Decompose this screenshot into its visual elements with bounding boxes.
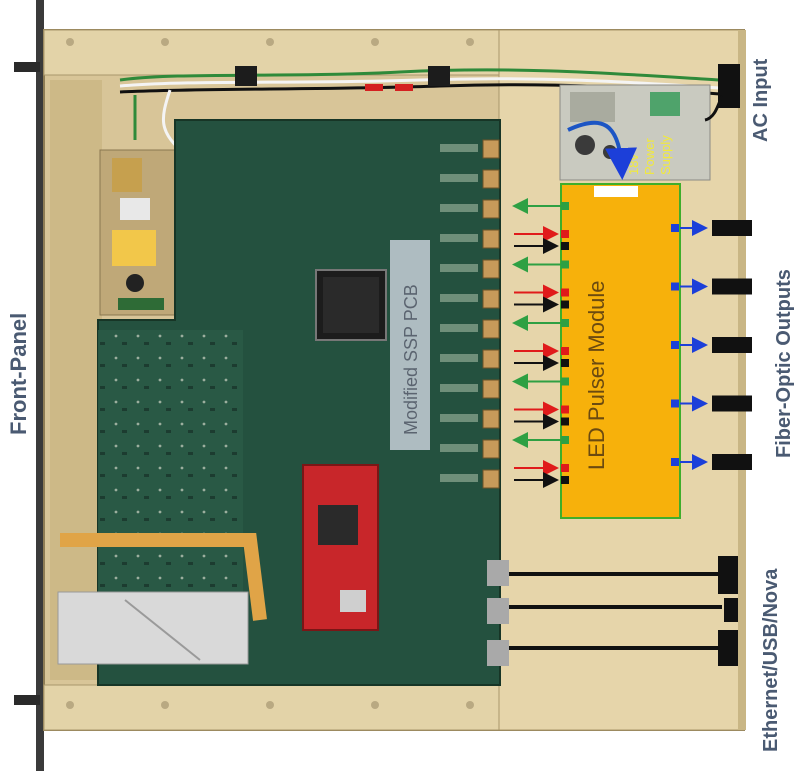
ssp-pcb-label: Modified SSP PCB (390, 240, 430, 450)
green-signal-terminal (561, 202, 569, 210)
fiber-terminal (671, 341, 679, 349)
led-pulser-text: LED Pulser Module (584, 280, 609, 470)
pcb-connector-column (440, 139, 500, 489)
pcb-edge-connector (482, 349, 500, 369)
pcb-component-row (440, 354, 478, 362)
pcb-edge-connector (482, 229, 500, 249)
pcb-component-row (440, 264, 478, 272)
trigger-terminal-red (561, 464, 569, 472)
pcb-edge-connector (482, 289, 500, 309)
front-panel-rail (14, 0, 44, 771)
fiber-optic-connector (712, 278, 752, 295)
fiber-terminal (671, 399, 679, 408)
ac-input-label: AC Input (750, 58, 772, 142)
trigger-terminal-red (561, 230, 569, 238)
svg-text:Supply: Supply (658, 135, 673, 175)
ethernet-cables (509, 556, 738, 666)
fiber-optic-outputs-label: Fiber-Optic Outputs (773, 269, 795, 458)
pcb-edge-connector (482, 139, 500, 159)
svg-text:18v: 18v (626, 154, 641, 175)
trigger-terminal-black (561, 359, 569, 367)
green-signal-terminal (561, 319, 569, 327)
ribbon-cables (57, 533, 267, 665)
ethernet-jacks (487, 560, 509, 666)
pcb-edge-connector (482, 319, 500, 339)
pcb-component-row (440, 324, 478, 332)
fiber-optic-connector (712, 220, 752, 236)
pcb-component-row (440, 294, 478, 302)
pcb-component-row (440, 474, 478, 482)
led-pulser-module: LED Pulser Module (560, 183, 681, 519)
trigger-terminal-black (561, 300, 569, 309)
power-supply-label-line2: Power (642, 137, 657, 175)
ethernet-back-connector (718, 556, 738, 594)
status-signal-arrows (512, 198, 569, 448)
fiber-optic-connector (712, 454, 752, 470)
usb-back-connector (724, 598, 738, 622)
fiber-optic-connector (712, 337, 752, 353)
fpga-daughter-board (302, 464, 379, 631)
aux-supply-board (99, 149, 181, 316)
green-signal-terminal (561, 436, 569, 444)
pcb-edge-connector (482, 469, 500, 489)
pcb-component-row (440, 234, 478, 242)
ac-input-connector (718, 64, 740, 108)
pcb-component-row (440, 144, 478, 152)
ssp-pcb-text: Modified SSP PCB (401, 284, 421, 435)
trigger-terminal-black (561, 242, 569, 250)
nova-back-connector (718, 630, 738, 666)
chassis-screws (66, 38, 474, 709)
fiber-output-arrows (671, 220, 752, 470)
pcb-component-row (440, 204, 478, 212)
fiber-terminal (671, 458, 679, 466)
svg-text:Power: Power (642, 137, 657, 175)
power-supply-18v: 18v Power Supply (559, 84, 724, 181)
trigger-terminal-red (561, 288, 569, 297)
front-panel-label: Front-Panel (6, 313, 31, 435)
pcb-component-row (440, 414, 478, 422)
pcb-component-row (440, 384, 478, 392)
trigger-terminal-black (561, 476, 569, 484)
fiber-terminal (671, 282, 679, 291)
power-supply-label-line3: Supply (658, 135, 673, 175)
pcb-component-row (440, 174, 478, 182)
green-signal-terminal (561, 260, 569, 269)
fiber-optic-connector (712, 395, 752, 412)
pcb-component-row (440, 444, 478, 452)
pcb-edge-connector (482, 409, 500, 429)
pcb-edge-connector (482, 169, 500, 189)
trigger-terminal-red (561, 347, 569, 355)
trigger-terminal-red (561, 405, 569, 414)
ethernet-usb-nova-label: Ethernet/USB/Nova (760, 568, 782, 752)
pcb-edge-connector (482, 259, 500, 279)
green-signal-terminal (561, 377, 569, 386)
trigger-signal-arrows (514, 226, 569, 488)
pcb-edge-connector (482, 439, 500, 459)
fiber-terminal (671, 224, 679, 232)
trigger-terminal-black (561, 417, 569, 426)
power-supply-label-line1: 18v (626, 154, 641, 175)
pcb-edge-connector (482, 379, 500, 399)
pcb-edge-connector (482, 199, 500, 219)
